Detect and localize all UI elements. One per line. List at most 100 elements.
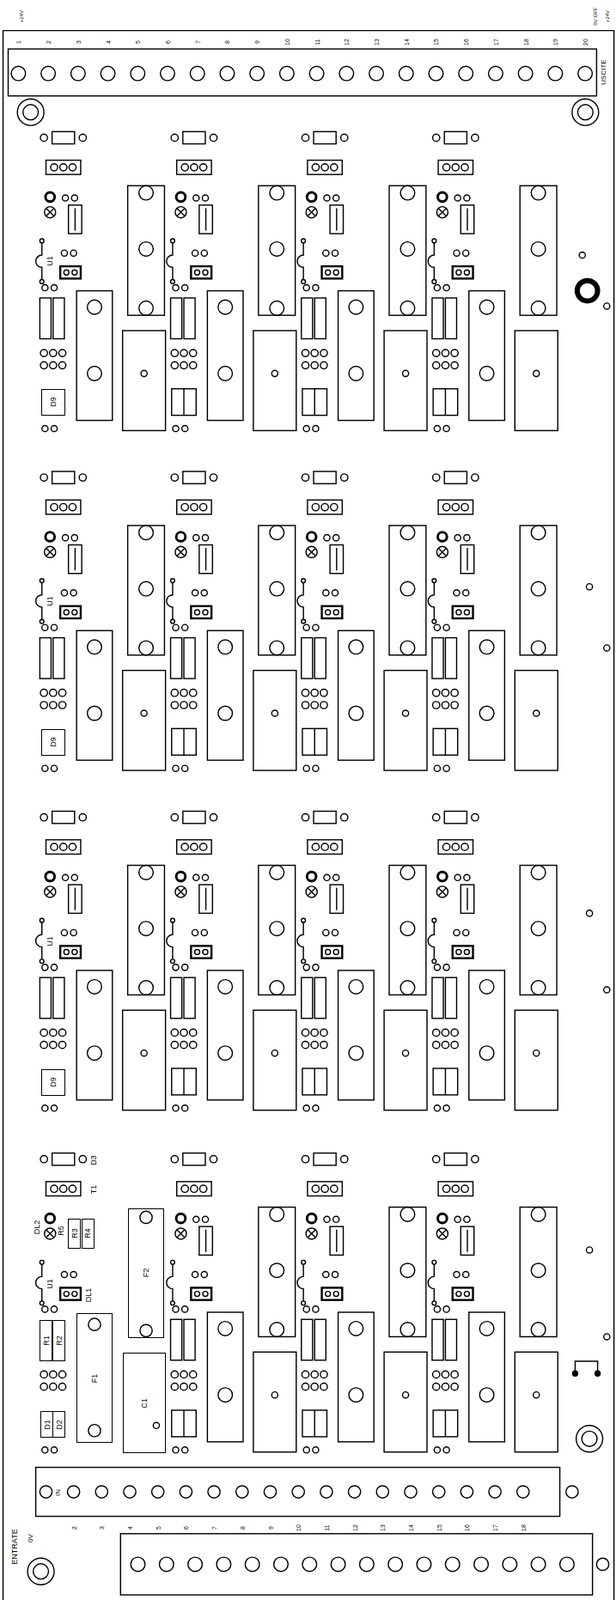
ic-outline [427,243,434,281]
pad [433,474,440,482]
jumper [574,1361,598,1374]
pad [325,269,331,275]
pad [451,843,459,851]
ic-pin [39,1301,44,1306]
pad [201,929,208,936]
pin-number: 10 [283,38,290,46]
pad [50,1306,57,1313]
pad [42,1306,49,1313]
pad [471,474,479,482]
pad [311,1041,318,1049]
pad [50,843,58,851]
ic-pin [170,1260,176,1265]
pad [172,425,179,432]
pad [433,349,440,357]
pad [193,195,200,202]
pad [454,535,461,542]
pad [441,689,449,697]
part-label: DL2 [32,1220,41,1236]
ic-pin [432,280,437,285]
terminal-pad [207,1486,220,1499]
pad [139,301,154,317]
pad [400,640,415,656]
pad [479,1322,495,1337]
pad [456,950,462,956]
part-label: D1 [42,1420,51,1431]
pad [189,1041,197,1049]
pin-number: 6 [182,1526,190,1531]
pad [442,164,450,171]
pad [182,284,189,291]
terminal-pad [488,66,504,81]
pad [218,1322,233,1337]
pad [271,710,278,717]
terminal-pad [347,1486,360,1499]
terminal-pad [95,1486,108,1499]
diode-line [445,389,446,416]
led-ring [438,872,448,882]
pad [341,814,348,822]
pad [202,609,208,616]
relay-outline [207,291,244,421]
pad [218,980,233,995]
pad [189,1384,197,1391]
pad [40,701,48,709]
pin-number: 8 [238,1526,245,1531]
pad [433,964,440,971]
transistor-outline [46,500,81,515]
pad [70,1271,77,1278]
pad [182,1105,189,1112]
pad [311,349,318,357]
led-outline [175,886,187,898]
via [603,1334,610,1341]
led-ring [306,1213,317,1224]
connector-outline [322,266,343,279]
pad [180,689,188,697]
pad [195,609,201,616]
pad [530,1263,546,1279]
pad [172,964,179,971]
jumper-end [572,1371,578,1377]
capacitor-outline [122,1010,166,1111]
resistor-outline [170,298,183,340]
transistor-outline [438,1182,473,1197]
pad [218,1388,233,1403]
pad [199,843,207,851]
connector-outline [60,606,81,619]
pad [451,361,458,369]
ic-pin [170,1301,176,1306]
pad [463,1292,470,1298]
led-outline [44,1228,56,1240]
pad [312,765,319,772]
capacitor-outline [514,670,558,771]
terminal-pad [330,1557,346,1573]
pad [400,866,415,881]
ic-pin [39,1260,44,1265]
part-label: R3 [70,1229,79,1240]
pad [533,1392,540,1399]
terminal-pad [502,1557,518,1573]
terminal-pad [219,66,235,81]
connector-outline [190,266,212,279]
via [603,303,610,310]
pad [170,1029,178,1037]
pad [400,301,415,317]
diode-line [182,1068,184,1096]
pad [323,929,330,936]
pad [312,1447,319,1454]
pad [189,1371,197,1379]
pad [320,1384,328,1391]
relay-outline [128,866,165,996]
terminal-pad [398,66,414,81]
relay-outline [389,185,427,316]
pad [402,1050,409,1057]
pin-number: 18 [519,1524,526,1532]
ic-pin [432,1260,437,1265]
pad [68,843,76,851]
pad [87,706,103,721]
pin-number: 13 [373,38,380,46]
pad [400,525,415,541]
pad [433,1371,440,1379]
led-cross [46,1230,55,1239]
terminal-pad [488,1486,501,1499]
